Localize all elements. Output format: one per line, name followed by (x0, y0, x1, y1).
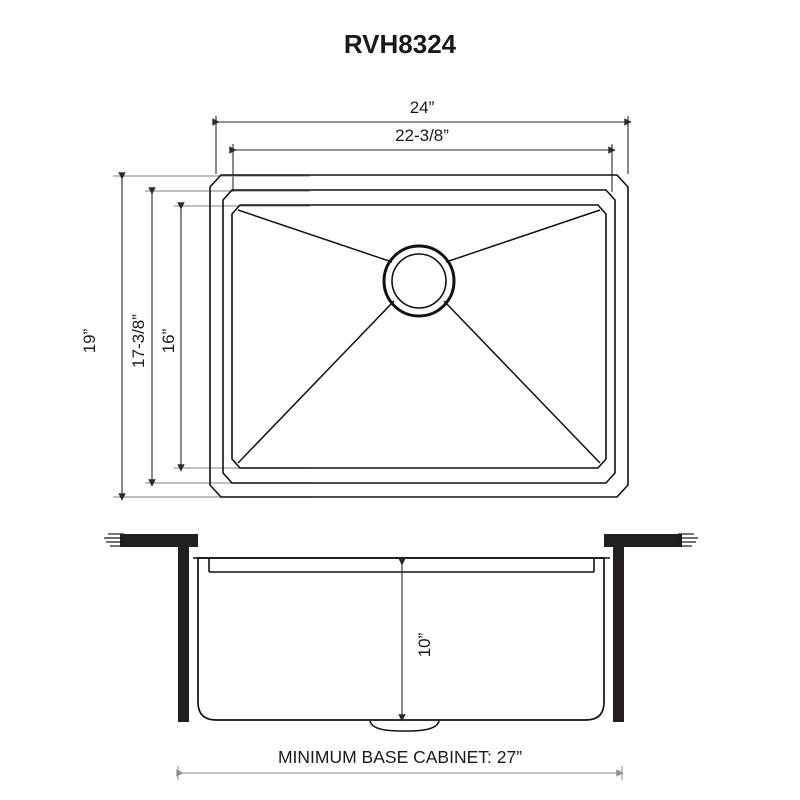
countertop-left-hatch (104, 533, 124, 547)
dimension-label-outer-height: 19” (80, 328, 99, 353)
dimension-label-bowl-depth: 10” (415, 632, 434, 657)
drain-outer-ring (382, 244, 456, 318)
drain-underside-bulge (369, 720, 440, 732)
dimension-inner-width: 22-3/8” (229, 126, 616, 192)
page-title: RVH8324 (344, 29, 457, 59)
sink-top-view (209, 174, 629, 498)
countertop-right (604, 534, 682, 547)
slope-line-top-left (237, 209, 393, 263)
dimension-label-inner-width: 22-3/8” (395, 126, 449, 145)
dimension-inner-height: 16” (159, 202, 185, 472)
sink-outer-rim (209, 174, 629, 498)
dimension-bowl-depth: 10” (398, 558, 434, 722)
cabinet-wall-left (178, 546, 189, 722)
countertop-right-hatch (678, 533, 698, 547)
cabinet-note-label: MINIMUM BASE CABINET: 27” (278, 747, 522, 767)
sink-middle-rim (222, 189, 616, 484)
dimension-label-inner-height: 16” (159, 328, 178, 353)
dimension-base-cabinet (176, 766, 624, 780)
sink-inner-basin (231, 204, 607, 469)
dimension-outer-height: 19” (80, 172, 126, 501)
slope-line-top-right (445, 209, 601, 263)
countertop-left (120, 534, 198, 547)
dimension-label-mid-height: 17-3/8” (129, 314, 148, 368)
slope-line-bottom-right (443, 300, 601, 464)
dimension-label-outer-width: 24” (410, 98, 435, 117)
drain-inner-ring (391, 253, 447, 309)
cabinet-wall-right (613, 546, 624, 722)
dimension-mid-height: 17-3/8” (129, 187, 156, 487)
sink-side-view: 10” MINIMUM BASE CABINET: 27” (104, 533, 698, 780)
basin-section-body (197, 557, 605, 721)
dimension-outer-width: 24” (212, 98, 632, 174)
slope-line-bottom-left (237, 300, 395, 464)
